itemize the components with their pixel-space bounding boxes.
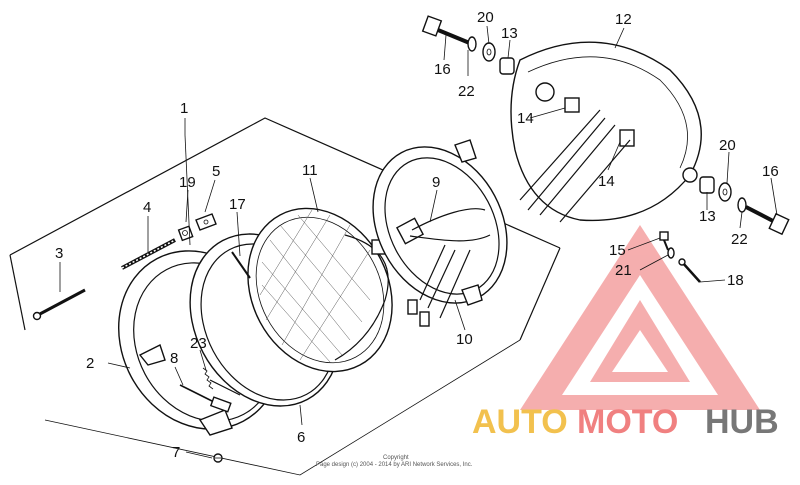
part-19-nut xyxy=(177,225,194,242)
watermark-triangle-logo xyxy=(520,225,760,410)
part-9-socket-wiring xyxy=(395,208,491,327)
callout-20-top: 20 xyxy=(477,9,494,26)
leader-lines xyxy=(59,25,778,459)
part-18-screw xyxy=(678,258,701,283)
callout-3: 3 xyxy=(55,245,63,262)
part-7-screw xyxy=(213,453,223,463)
callout-13-right: 13 xyxy=(699,208,716,225)
callout-17: 17 xyxy=(229,196,246,213)
callout-11: 11 xyxy=(302,162,318,179)
part-3-bolt xyxy=(32,288,86,321)
part-13-collar-top xyxy=(499,57,515,75)
callout-16-top: 16 xyxy=(434,61,451,78)
watermark-text-auto: AUTO xyxy=(472,403,568,441)
part-15-screw xyxy=(659,231,669,251)
copyright-title: Copyright xyxy=(383,455,409,461)
callout-9: 9 xyxy=(432,174,440,191)
part-20-washer-right xyxy=(718,182,732,202)
watermark-text-hub: HUB xyxy=(705,403,779,441)
part-22-washer-right xyxy=(737,197,747,213)
callout-16-right: 16 xyxy=(762,163,779,180)
part-13-collar-right xyxy=(699,176,715,194)
part-16-bolt-top xyxy=(421,15,473,46)
part-17-screw xyxy=(231,251,251,279)
callout-1: 1 xyxy=(180,100,188,117)
callout-5: 5 xyxy=(212,163,220,180)
watermark-wordmark: AUTO MOTO HUB xyxy=(472,403,779,441)
callout-13-top: 13 xyxy=(501,25,518,42)
part-23-spring xyxy=(202,367,241,396)
watermark-text-moto: MOTO xyxy=(577,403,678,441)
callout-4: 4 xyxy=(143,199,151,216)
callout-12: 12 xyxy=(615,11,632,28)
callout-15: 15 xyxy=(609,242,626,259)
callout-6: 6 xyxy=(297,429,305,446)
part-10-mounting-ring xyxy=(372,139,508,306)
part-21-washer xyxy=(667,247,675,259)
part-5-clip xyxy=(195,213,217,231)
callout-10: 10 xyxy=(456,331,473,348)
part-16-bolt-right xyxy=(745,205,790,236)
callout-14-left: 14 xyxy=(517,110,534,127)
callout-labels: 1 2 3 4 5 6 7 8 9 10 11 12 13 13 14 14 1… xyxy=(55,9,779,461)
part-4-threaded-rod xyxy=(121,238,176,270)
callout-8: 8 xyxy=(170,350,178,367)
copyright-line: Page design (c) 2004 - 2014 by ARI Netwo… xyxy=(316,462,473,468)
callout-22-right: 22 xyxy=(731,231,748,248)
callout-2: 2 xyxy=(86,355,94,372)
callout-7: 7 xyxy=(172,444,180,461)
part-12-housing xyxy=(510,41,702,223)
part-22-washer-top xyxy=(467,36,477,52)
callout-23: 23 xyxy=(190,335,207,352)
callout-19: 19 xyxy=(179,174,196,191)
callout-21: 21 xyxy=(615,262,632,279)
part-20-washer-top xyxy=(482,42,496,62)
callout-14-right: 14 xyxy=(598,173,615,190)
copyright-notice: Copyright Page design (c) 2004 - 2014 by… xyxy=(316,455,473,468)
callout-22-top: 22 xyxy=(458,83,475,100)
callout-18: 18 xyxy=(727,272,744,289)
callout-20-right: 20 xyxy=(719,137,736,154)
part-8-adjuster xyxy=(179,384,232,413)
